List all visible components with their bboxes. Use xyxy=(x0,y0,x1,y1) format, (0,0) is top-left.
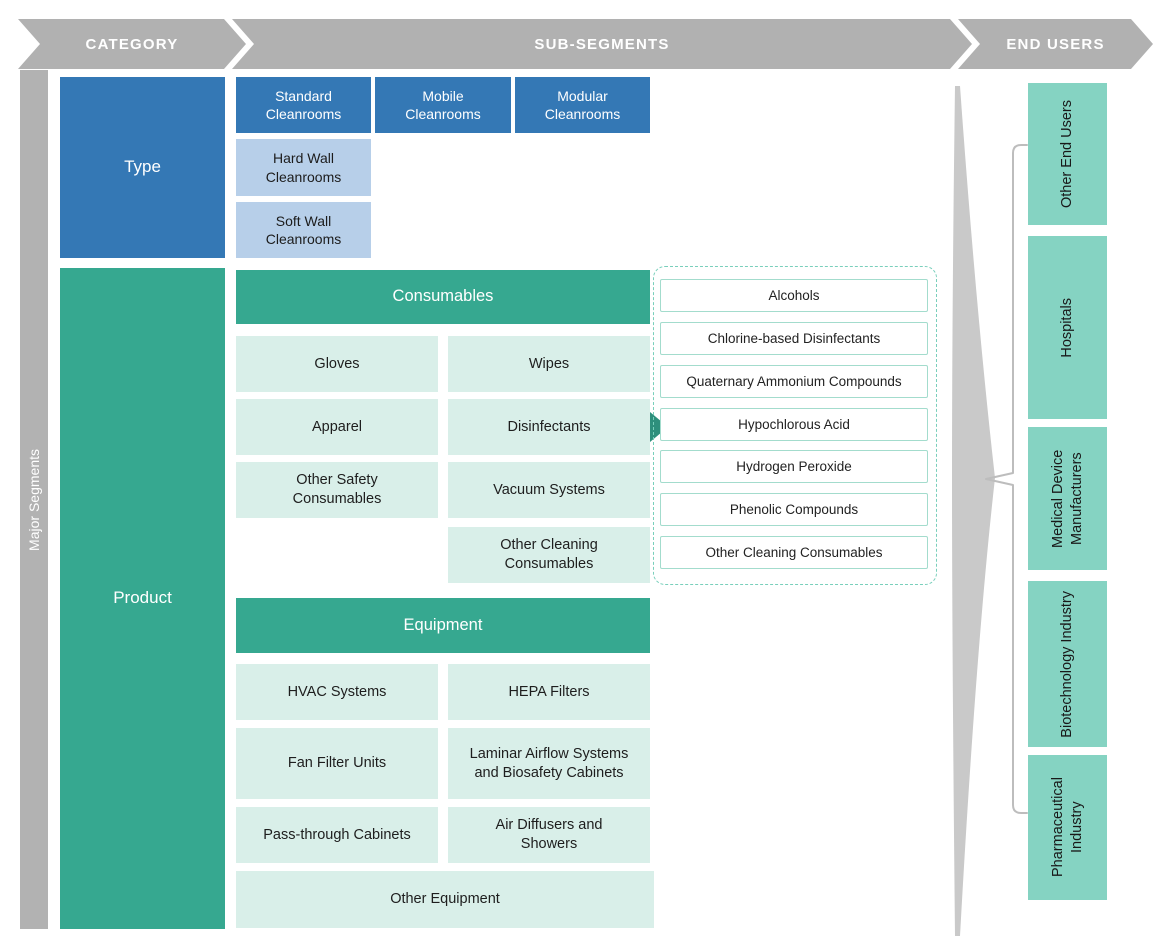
end-user-hospitals: Hospitals xyxy=(1028,236,1107,419)
end-users-bracket xyxy=(985,144,1028,814)
category-type: Type xyxy=(60,77,225,258)
consumable-vacuum-systems: Vacuum Systems xyxy=(448,462,650,518)
disinfectant-hydrogen-peroxide: Hydrogen Peroxide xyxy=(660,450,928,483)
end-user-medical-device: Medical Device Manufacturers xyxy=(1028,427,1107,570)
category-product: Product xyxy=(60,268,225,929)
disinfectant-hypochlorous-acid: Hypochlorous Acid xyxy=(660,408,928,441)
consumables-header: Consumables xyxy=(236,270,650,324)
end-user-other-label: Other End Users xyxy=(1059,100,1076,208)
equipment-air-diffusers: Air Diffusers and Showers xyxy=(448,807,650,863)
disinfectant-chlorine-based: Chlorine-based Disinfectants xyxy=(660,322,928,355)
equipment-fan-filter-units: Fan Filter Units xyxy=(236,728,438,799)
disinfectant-other-cleaning: Other Cleaning Consumables xyxy=(660,536,928,569)
type-soft-wall-cleanrooms: Soft Wall Cleanrooms xyxy=(236,202,371,258)
end-user-pharmaceutical: Pharmaceutical Industry xyxy=(1028,755,1107,900)
consumable-wipes: Wipes xyxy=(448,336,650,392)
end-user-pharmaceutical-label: Pharmaceutical Industry xyxy=(1049,777,1085,878)
end-user-biotechnology-label: Biotechnology Industry xyxy=(1059,590,1076,738)
consumable-gloves: Gloves xyxy=(236,336,438,392)
consumable-other-cleaning: Other Cleaning Consumables xyxy=(448,527,650,583)
funnel-spike-shape xyxy=(952,86,995,936)
equipment-hepa-filters: HEPA Filters xyxy=(448,664,650,720)
major-segments-rail: Major Segments xyxy=(20,70,48,929)
disinfectant-quaternary-ammonium: Quaternary Ammonium Compounds xyxy=(660,365,928,398)
type-hard-wall-cleanrooms: Hard Wall Cleanrooms xyxy=(236,139,371,196)
disinfectant-phenolic-compounds: Phenolic Compounds xyxy=(660,493,928,526)
header-arrow-category: CATEGORY xyxy=(18,19,246,69)
header-arrow-sub-segments: SUB-SEGMENTS xyxy=(232,19,972,69)
end-user-medical-device-label: Medical Device Manufacturers xyxy=(1049,449,1085,548)
disinfectant-alcohols: Alcohols xyxy=(660,279,928,312)
header-arrow-end-users: END USERS xyxy=(958,19,1153,69)
consumable-apparel: Apparel xyxy=(236,399,438,455)
equipment-other-equipment: Other Equipment xyxy=(236,871,654,928)
equipment-header: Equipment xyxy=(236,598,650,653)
equipment-pass-through-cabinets: Pass-through Cabinets xyxy=(236,807,438,863)
type-modular-cleanrooms: Modular Cleanrooms xyxy=(515,77,650,133)
end-user-hospitals-label: Hospitals xyxy=(1059,297,1076,358)
equipment-hvac-systems: HVAC Systems xyxy=(236,664,438,720)
disinfectant-types-panel xyxy=(653,266,937,585)
end-user-other: Other End Users xyxy=(1028,83,1107,225)
consumable-other-safety: Other Safety Consumables xyxy=(236,462,438,518)
major-segments-label: Major Segments xyxy=(25,448,42,551)
type-standard-cleanrooms: Standard Cleanrooms xyxy=(236,77,371,133)
end-user-biotechnology: Biotechnology Industry xyxy=(1028,581,1107,747)
equipment-laminar-airflow: Laminar Airflow Systems and Biosafety Ca… xyxy=(448,728,650,799)
type-mobile-cleanrooms: Mobile Cleanrooms xyxy=(375,77,511,133)
consumable-disinfectants: Disinfectants xyxy=(448,399,650,455)
